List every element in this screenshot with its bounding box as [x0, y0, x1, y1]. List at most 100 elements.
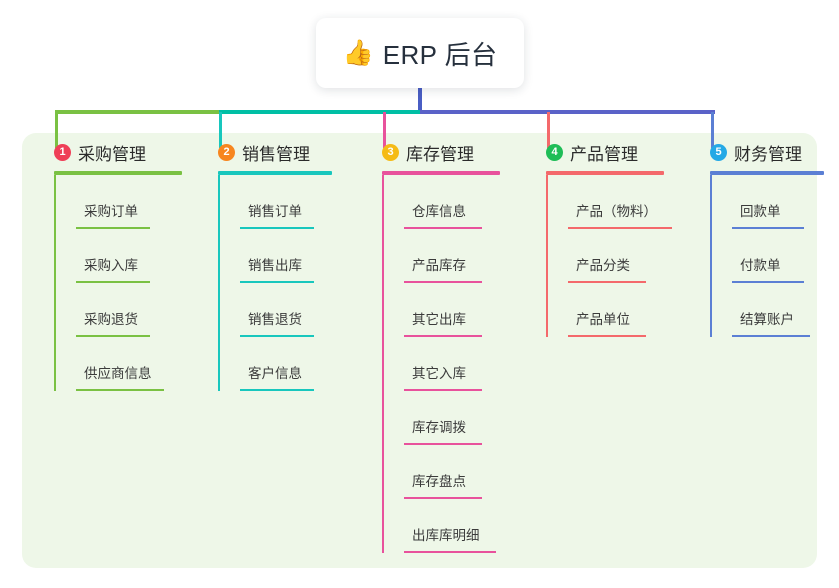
drop-connector-财务管理 — [711, 112, 714, 148]
column-badge-5: 5 — [710, 143, 727, 161]
tree-item[interactable]: 产品库存 — [404, 229, 523, 283]
tree-item-label: 销售出库 — [248, 258, 302, 273]
tree-item-rule — [568, 335, 646, 337]
column-header-rule — [218, 171, 332, 175]
column-header-采购管理[interactable]: 1 采购管理 — [40, 133, 190, 171]
tree-item[interactable]: 仓库信息 — [404, 175, 523, 229]
tree-item-label: 销售退货 — [248, 312, 302, 327]
column-badge-4: 4 — [546, 143, 563, 161]
tree-item-rule — [404, 227, 482, 229]
tree-item-rule — [732, 227, 804, 229]
tree-item-label: 产品分类 — [576, 258, 630, 273]
drop-connector-库存管理 — [383, 112, 386, 148]
tree-item-label: 产品库存 — [412, 258, 466, 273]
root-node-title: ERP 后台 — [382, 39, 498, 70]
column-spine — [54, 175, 56, 391]
column-title: 财务管理 — [734, 144, 802, 164]
tree-item-rule — [76, 281, 150, 283]
root-node-erp-backend[interactable]: 👍 ERP 后台 — [316, 18, 524, 88]
tree-item-label: 采购退货 — [84, 312, 138, 327]
column-产品管理: 4 产品管理产品（物料） 产品分类产品单位 — [532, 133, 682, 337]
tree-item-rule — [240, 335, 314, 337]
tree-item[interactable]: 结算账户 — [732, 283, 839, 337]
tree-item-label: 库存盘点 — [412, 474, 466, 489]
bus-segment-middle — [219, 110, 420, 114]
column-库存管理: 3 库存管理仓库信息产品库存其它出库其它入库库存调拨库存盘点出库库明细 — [368, 133, 523, 553]
tree-item-rule — [568, 227, 672, 229]
tree-item-label: 客户信息 — [248, 366, 302, 381]
tree-item[interactable]: 其它入库 — [404, 337, 523, 391]
tree-item[interactable]: 销售出库 — [240, 229, 354, 283]
tree-item-label: 库存调拨 — [412, 420, 466, 435]
column-header-销售管理[interactable]: 2 销售管理 — [204, 133, 354, 171]
column-items: 销售订单销售出库销售退货客户信息 — [218, 175, 354, 391]
tree-item-rule — [404, 281, 482, 283]
tree-item[interactable]: 付款单 — [732, 229, 839, 283]
column-header-rule — [710, 171, 824, 175]
tree-item[interactable]: 采购退货 — [76, 283, 190, 337]
thumbs-up-icon: 👍 — [342, 39, 374, 67]
column-badge-3: 3 — [382, 143, 399, 161]
tree-item[interactable]: 其它出库 — [404, 283, 523, 337]
column-spine — [710, 175, 712, 337]
tree-item-rule — [404, 389, 482, 391]
tree-item[interactable]: 出库库明细 — [404, 499, 523, 553]
column-layer: 1 采购管理采购订单采购入库采购退货供应商信息 2 销售管理销售订单销售出库销售退货客… — [22, 133, 824, 568]
tree-item[interactable]: 产品（物料） — [568, 175, 682, 229]
tree-item[interactable]: 销售退货 — [240, 283, 354, 337]
tree-item-label: 结算账户 — [740, 312, 794, 327]
tree-item-label: 其它出库 — [412, 312, 466, 327]
tree-item-label: 仓库信息 — [412, 204, 466, 219]
tree-item-rule — [732, 281, 804, 283]
tree-item[interactable]: 库存调拨 — [404, 391, 523, 445]
column-title: 库存管理 — [406, 144, 474, 164]
column-badge-1: 1 — [54, 143, 71, 161]
column-header-rule — [382, 171, 500, 175]
column-header-库存管理[interactable]: 3 库存管理 — [368, 133, 523, 171]
column-header-rule — [54, 171, 182, 175]
tree-item-label: 产品单位 — [576, 312, 630, 327]
tree-item[interactable]: 销售订单 — [240, 175, 354, 229]
tree-item-label: 供应商信息 — [84, 366, 152, 381]
tree-item-rule — [568, 281, 646, 283]
tree-item-rule — [76, 335, 150, 337]
drop-connector-销售管理 — [219, 112, 222, 148]
tree-item-rule — [404, 497, 482, 499]
column-spine — [218, 175, 220, 391]
tree-item[interactable]: 产品分类 — [568, 229, 682, 283]
tree-item-rule — [732, 335, 810, 337]
tree-item-label: 回款单 — [740, 204, 781, 219]
column-items: 回款单付款单结算账户 — [710, 175, 839, 337]
tree-item-label: 付款单 — [740, 258, 781, 273]
tree-item[interactable]: 产品单位 — [568, 283, 682, 337]
column-items: 采购订单采购入库采购退货供应商信息 — [54, 175, 190, 391]
tree-item[interactable]: 采购入库 — [76, 229, 190, 283]
tree-item[interactable]: 库存盘点 — [404, 445, 523, 499]
tree-item-label: 采购订单 — [84, 204, 138, 219]
tree-item[interactable]: 供应商信息 — [76, 337, 190, 391]
drop-connector-产品管理 — [547, 112, 550, 148]
column-财务管理: 5 财务管理回款单付款单结算账户 — [696, 133, 839, 337]
tree-item-rule — [76, 389, 164, 391]
tree-item-label: 其它入库 — [412, 366, 466, 381]
column-spine — [546, 175, 548, 337]
column-badge-2: 2 — [218, 143, 235, 161]
tree-item-label: 销售订单 — [248, 204, 302, 219]
column-header-财务管理[interactable]: 5 财务管理 — [696, 133, 839, 171]
column-title: 产品管理 — [570, 144, 638, 164]
tree-item-label: 产品（物料） — [576, 204, 657, 219]
columns-panel — [22, 133, 817, 568]
root-stem-connector — [418, 86, 422, 112]
bus-segment-left — [55, 110, 219, 114]
column-销售管理: 2 销售管理销售订单销售出库销售退货客户信息 — [204, 133, 354, 391]
column-title: 销售管理 — [242, 144, 310, 164]
tree-item[interactable]: 客户信息 — [240, 337, 354, 391]
column-header-产品管理[interactable]: 4 产品管理 — [532, 133, 682, 171]
tree-item-rule — [240, 281, 314, 283]
column-title: 采购管理 — [78, 144, 146, 164]
tree-item[interactable]: 回款单 — [732, 175, 839, 229]
column-spine — [382, 175, 384, 553]
column-header-rule — [546, 171, 664, 175]
tree-item[interactable]: 采购订单 — [76, 175, 190, 229]
